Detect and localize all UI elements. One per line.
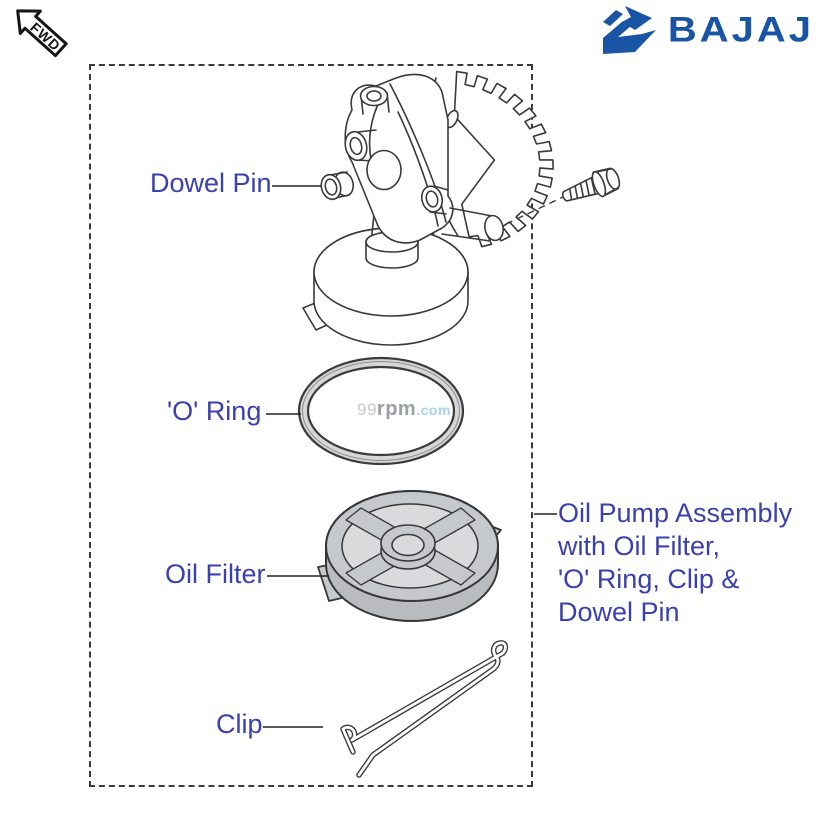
bolt-part — [561, 167, 621, 202]
pump-gear — [453, 70, 554, 248]
clip-part — [340, 640, 509, 778]
assembly-description-line: Oil Pump Assembly — [558, 498, 793, 528]
oil-filter-part — [317, 490, 502, 622]
pump-right-boss — [484, 214, 504, 242]
watermark-suffix: .com — [416, 402, 451, 418]
o-ring-label: 'O' Ring — [167, 396, 262, 426]
assembly-description-line: with Oil Filter, — [558, 531, 721, 561]
brand-logo: BAJAJ — [600, 5, 814, 55]
assembly-description-line: 'O' Ring, Clip & — [558, 564, 740, 594]
label-leader-lines — [263, 185, 557, 728]
oil-filter-label: Oil Filter — [165, 559, 266, 589]
dowel-pin-label: Dowel Pin — [150, 168, 272, 198]
bolt-leader-line — [505, 196, 564, 225]
fwd-direction-badge: FWD — [16, 9, 68, 58]
oil-pump-assembly-part — [302, 70, 554, 346]
dowel-pin-part — [320, 171, 355, 201]
brand-wordmark: BAJAJ — [667, 10, 814, 49]
o-ring-part — [297, 356, 465, 466]
assembly-boundary-box — [89, 64, 533, 787]
bajaj-emblem-icon — [602, 6, 656, 54]
filter-hub-hole — [391, 533, 425, 557]
pump-center-boss — [366, 149, 402, 191]
clip-label: Clip — [216, 709, 263, 739]
watermark-prefix: 99 — [357, 400, 377, 419]
watermark: 99rpm.com — [357, 398, 451, 421]
watermark-middle: rpm — [376, 398, 417, 420]
assembly-description: Oil Pump Assembly with Oil Filter, 'O' R… — [558, 497, 792, 629]
assembly-description-line: Dowel Pin — [558, 597, 680, 627]
fwd-arrow-icon — [16, 9, 68, 58]
